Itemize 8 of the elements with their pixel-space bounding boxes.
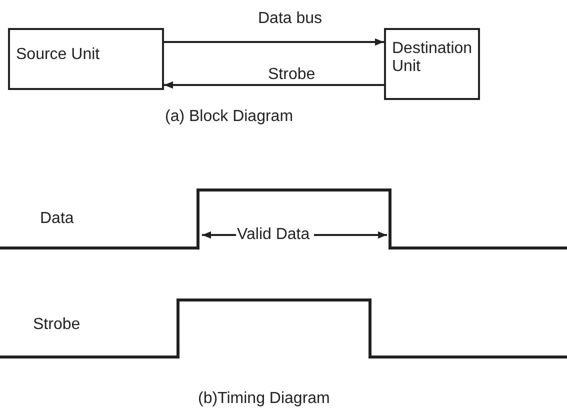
signal-name: Strobe [33, 316, 80, 334]
caption: (b)Timing Diagram [198, 390, 330, 408]
arrow [164, 38, 384, 46]
unit-box: Source Unit [8, 28, 164, 90]
caption: (a) Block Diagram [165, 108, 294, 126]
signal-name: Data [40, 210, 74, 228]
unit-box: Destination Unit [384, 28, 480, 100]
arrow [164, 81, 384, 89]
